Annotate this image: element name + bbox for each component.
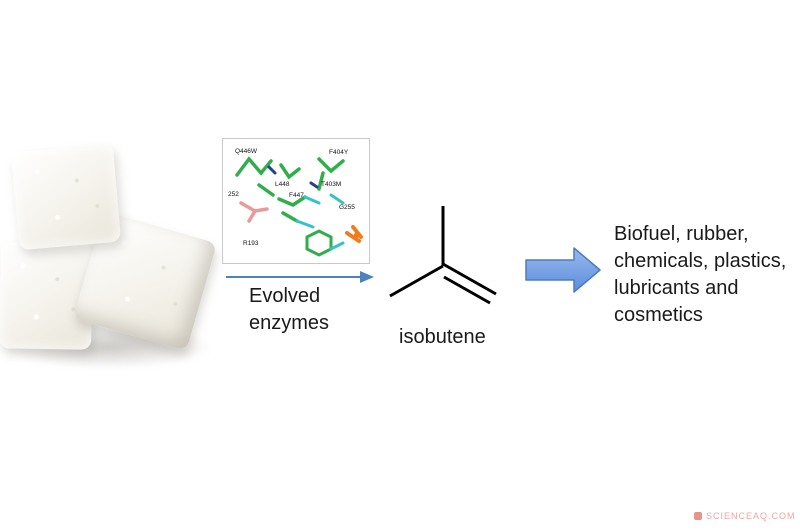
enzyme-blue-atoms: [267, 165, 319, 189]
enzyme-salmon-stick: [239, 201, 269, 223]
isobutene-double-bond-inner: [443, 275, 491, 305]
isobutene-structure: [389, 206, 497, 305]
products-arrow: [525, 247, 601, 293]
isobutene-methyl-left-bond: [389, 264, 444, 298]
reaction-arrow: [226, 271, 374, 283]
residue-label: 252: [228, 191, 239, 198]
enzyme-green-sticks: [235, 156, 345, 257]
residue-label: T403M: [321, 181, 341, 188]
products-arrow-shape: [525, 247, 601, 293]
products-label: Biofuel, rubber, chemicals, plastics, lu…: [614, 221, 800, 329]
residue-label: L448: [275, 181, 290, 188]
residue-label: G255: [339, 204, 355, 211]
sugar-cube-top: [10, 143, 122, 251]
watermark-text: SCIENCEAQ.COM: [706, 511, 796, 521]
residue-label: F447: [289, 192, 304, 199]
watermark-logo-icon: [694, 512, 702, 520]
evolved-enzymes-line1: Evolved: [249, 285, 321, 307]
residue-label: Q446W: [235, 148, 258, 155]
sugar-cubes-image: [0, 143, 222, 375]
isobutene-label: isobutene: [399, 326, 486, 348]
enzyme-cyan-sticks: [295, 193, 345, 251]
residue-label: F404Y: [329, 149, 349, 156]
enzyme-orange-group: [345, 225, 363, 243]
products-line3: lubricants and: [614, 277, 739, 299]
evolved-enzymes-line2: enzymes: [249, 312, 330, 334]
isobutene-double-bond-outer: [442, 262, 497, 296]
products-line2: chemicals, plastics,: [614, 250, 787, 272]
enzyme-structure-panel: Q446W F404Y L448 F447 T403M G255 252 R19…: [222, 138, 370, 264]
residue-labels: Q446W F404Y L448 F447 T403M G255 252 R19…: [228, 148, 355, 247]
reaction-arrowhead: [360, 271, 374, 283]
evolved-enzymes-label: Evolved enzymes: [249, 283, 329, 337]
products-line4: cosmetics: [614, 304, 703, 326]
products-line1: Biofuel, rubber,: [614, 223, 749, 245]
enzyme-structure-drawing: Q446W F404Y L448 F447 T403M G255 252 R19…: [228, 148, 363, 257]
watermark: SCIENCEAQ.COM: [694, 511, 796, 521]
residue-label: R193: [243, 240, 259, 247]
